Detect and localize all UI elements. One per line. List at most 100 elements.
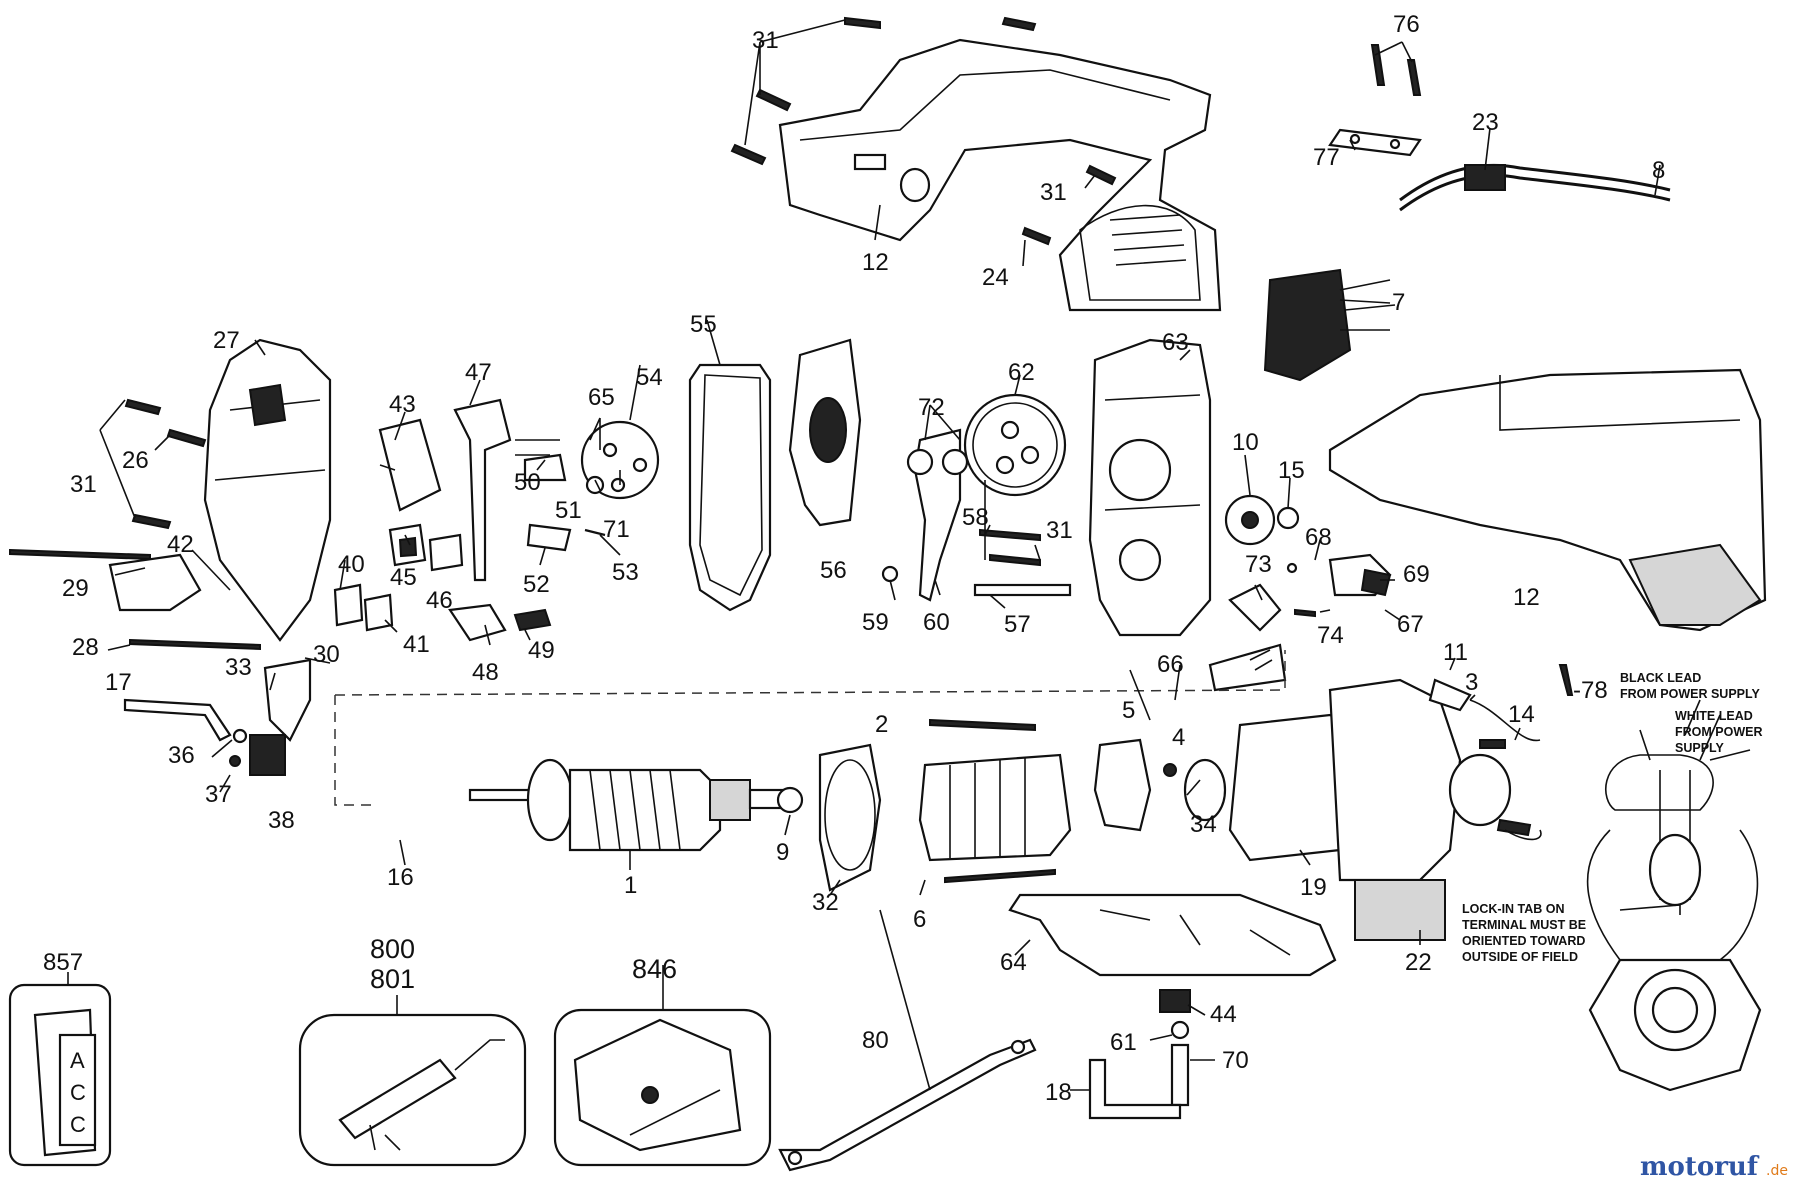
callout-38: 38: [268, 807, 295, 834]
base-fasteners: [1088, 989, 1191, 1120]
callout-12: 12: [862, 249, 889, 276]
callout-34: 34: [1190, 811, 1217, 838]
callout-7: 7: [1392, 289, 1405, 316]
handle-housing-half: [778, 38, 1222, 312]
screw-31-top-group: [730, 16, 1117, 246]
callout-41: 41: [403, 631, 430, 658]
callout-19: 19: [1300, 874, 1327, 901]
callout-43: 43: [389, 391, 416, 418]
callout-40: 40: [338, 551, 365, 578]
callout-46: 46: [426, 587, 453, 614]
callout-57: 57: [1004, 611, 1031, 638]
motor-housing-half: [1328, 368, 1767, 632]
callout-801: 801: [370, 964, 415, 994]
callout-1: 1: [624, 872, 637, 899]
kit-letter: C: [70, 1080, 86, 1105]
callout-47: 47: [465, 359, 492, 386]
callout-64: 64: [1000, 949, 1027, 976]
accessory-846-box: [553, 1008, 772, 1167]
callout-65: 65: [588, 384, 615, 411]
callout-71: 71: [603, 516, 630, 543]
callout-6: 6: [913, 906, 926, 933]
callout-24: 24: [982, 264, 1009, 291]
callout-61: 61: [1110, 1029, 1137, 1056]
callout-23: 23: [1472, 109, 1499, 136]
accessory-800-box: [298, 1013, 527, 1167]
screws-left: [9, 398, 261, 651]
callout-55: 55: [690, 311, 717, 338]
callout-29: 29: [62, 575, 89, 602]
callout-78: -78: [1573, 677, 1608, 704]
callout-42: 42: [167, 531, 194, 558]
callout-31: 31: [1040, 179, 1067, 206]
callout-2: 2: [875, 711, 888, 738]
callout-44: 44: [1210, 1001, 1237, 1028]
watermark-brand: motoruf: [1640, 1152, 1760, 1182]
counterweight-plate: [788, 338, 862, 527]
callout-18: 18: [1045, 1079, 1072, 1106]
callout-15: 15: [1278, 457, 1305, 484]
callout-77: 77: [1313, 144, 1340, 171]
field-coil: [918, 718, 1072, 884]
gear-assembly: [881, 393, 1072, 602]
label-plate: [1208, 643, 1287, 692]
dashed-assembly-outline: [334, 650, 1286, 806]
callout-8: 8: [1652, 157, 1665, 184]
callout-846: 846: [632, 954, 677, 984]
callout-69: 69: [1403, 561, 1430, 588]
accessory-857-box: [8, 983, 112, 1167]
callout-53: 53: [612, 559, 639, 586]
callout-62: 62: [1008, 359, 1035, 386]
callout-5: 5: [1122, 697, 1135, 724]
callout-48: 48: [472, 659, 499, 686]
kit-letter: A: [70, 1048, 85, 1073]
callout-74: 74: [1317, 622, 1344, 649]
wrench: [778, 1038, 1037, 1172]
callout-68: 68: [1305, 524, 1332, 551]
motor-housing: [1228, 678, 1512, 941]
callout-54: 54: [636, 364, 663, 391]
lock-tab-note: LOCK-IN TAB ON: [1462, 902, 1565, 916]
callout-28: 28: [72, 634, 99, 661]
callout-58: 58: [962, 504, 989, 531]
brush-holder: [1093, 738, 1227, 832]
callout-70: 70: [1222, 1047, 1249, 1074]
white-lead-note: WHITE LEAD: [1675, 709, 1753, 723]
callout-17: 17: [105, 669, 132, 696]
switch: [1263, 268, 1396, 382]
callout-16: 16: [387, 864, 414, 891]
watermark-logo: motoruf .de: [1640, 1152, 1788, 1182]
callout-32: 32: [812, 889, 839, 916]
cord-clamp: [1328, 44, 1422, 157]
callout-11: 11: [1443, 639, 1468, 666]
callout-67: 67: [1397, 611, 1424, 638]
callout-4: 4: [1172, 724, 1185, 751]
power-cord: [1399, 163, 1671, 212]
lock-tab-note: OUTSIDE OF FIELD: [1462, 950, 1578, 964]
callout-72: 72: [918, 394, 945, 421]
kit-label-text: A C C: [70, 1048, 86, 1137]
blade-housing: [203, 338, 332, 642]
brush-parts-right: [1428, 664, 1574, 841]
callout-45: 45: [390, 564, 417, 591]
callout-73: 73: [1245, 551, 1272, 578]
callout-800: 800: [370, 934, 415, 964]
callout-31: 31: [752, 27, 779, 54]
callout-857: 857: [43, 949, 83, 976]
callout-49: 49: [528, 637, 555, 664]
callout-63: 63: [1162, 329, 1189, 356]
black-lead-note: FROM POWER SUPPLY: [1620, 687, 1760, 701]
fan-baffle: [776, 743, 882, 892]
callout-22: 22: [1405, 949, 1432, 976]
callout-37: 37: [205, 781, 232, 808]
wiring-detail: [1586, 714, 1762, 1092]
callout-30: 30: [313, 641, 340, 668]
callout-56: 56: [820, 557, 847, 584]
callout-31: 31: [1046, 517, 1073, 544]
callout-10: 10: [1232, 429, 1259, 456]
wiring-notes: BLACK LEAD FROM POWER SUPPLY WHITE LEAD …: [1462, 671, 1763, 964]
callout-51: 51: [555, 497, 582, 524]
callout-80: 80: [862, 1027, 889, 1054]
lock-tab-note: TERMINAL MUST BE: [1462, 918, 1586, 932]
kit-letter: C: [70, 1112, 86, 1137]
